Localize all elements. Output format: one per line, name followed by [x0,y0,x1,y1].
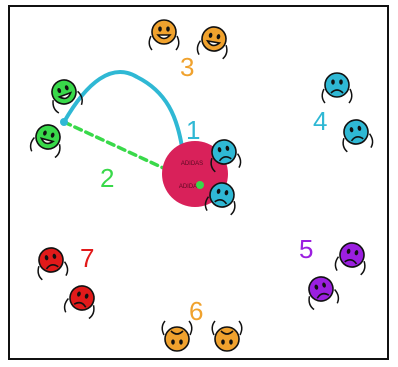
player-arms [342,133,374,153]
player-eye [57,88,62,94]
player-face-group-2 [29,124,61,159]
player-mouth [57,91,73,100]
pass-start-dot [60,118,68,126]
player-eye [314,284,319,290]
player-eye [354,250,359,256]
player-eye [158,26,162,32]
player-head [214,326,240,352]
player-head [35,124,61,150]
player-eye [50,132,55,138]
player-mouth [156,34,172,40]
player-face-group-5 [308,276,340,311]
player-face-group-7 [37,247,69,281]
player-eye [357,125,362,131]
player-arms [161,320,193,336]
ball-text-line-2: ADIDAS [179,184,201,190]
player-arms [204,196,236,216]
player-eye [229,339,233,345]
player-eye [52,253,57,259]
player-arms [52,90,83,114]
group-label-7: 7 [80,243,94,273]
player-head [339,242,365,268]
player-head [201,26,227,52]
player-eye [77,291,81,297]
player-eye [322,282,326,288]
player-eye [179,339,183,345]
player-mouth [220,330,234,335]
player-arms [308,289,340,311]
player-head [308,276,334,302]
diagram-frame: ADIDAS ADIDAS 1 2 3 4 5 6 7 [8,5,389,360]
player-face-group-4 [321,72,353,104]
player-face-group-6 [161,320,193,352]
player-eye [216,34,221,40]
group-label-3: 3 [180,52,194,82]
player-mouth [316,292,330,299]
player-mouth [205,39,222,47]
player-mouth [218,156,232,162]
player-mouth [214,199,228,205]
player-arms [37,261,69,281]
player-mouth [330,89,344,94]
pass-path-solid [62,70,184,149]
player-face-group-2 [51,79,83,114]
players-layer [29,19,374,352]
group-label-4: 4 [313,106,327,136]
player-eye [225,145,230,151]
player-face-group-5 [334,242,366,276]
player-head [69,285,95,311]
player-mouth [73,301,87,308]
group-label-2: 2 [100,163,114,193]
player-arms [29,137,61,159]
player-face-group-3 [148,19,180,51]
player-head [38,247,64,273]
player-eye [43,130,47,136]
player-eye [216,188,221,194]
player-eye [64,85,69,91]
player-head [164,326,190,352]
player-eye [208,32,213,38]
player-arms [148,35,180,51]
player-eye [346,248,351,254]
player-mouth [344,259,358,265]
player-eye [349,127,354,133]
player-mouth [39,137,55,145]
player-head [324,72,350,98]
player-head [51,79,77,105]
player-arms [196,40,228,60]
player-eye [44,255,49,261]
player-eye [339,79,343,85]
player-eye [84,293,89,299]
player-mouth [45,264,59,270]
player-mouth [350,136,364,142]
player-face-group-4 [342,119,374,153]
ball-center-dot [196,181,204,189]
player-eye [171,339,175,345]
player-face-group-6 [211,320,243,352]
diagram-canvas: ADIDAS ADIDAS 1 2 3 4 5 6 7 [29,19,374,352]
player-arms [321,88,353,104]
player-arms [334,256,366,276]
player-head [151,19,177,45]
player-face-group-3 [196,26,228,60]
ball-text-line-1: ADIDAS [181,161,203,167]
player-arms [63,298,95,320]
player-eye [217,147,222,153]
player-eye [224,190,229,196]
group-label-5: 5 [299,234,313,264]
player-eye [221,339,225,345]
player-face-group-1 [210,139,242,173]
player-mouth [170,330,184,335]
player-face-group-7 [63,285,95,320]
player-eye [331,79,335,85]
player-arms [210,153,242,173]
player-arms [211,320,243,336]
group-label-1: 1 [186,115,200,145]
player-eye [166,26,170,32]
player-face-group-1 [204,182,236,216]
group-label-6: 6 [189,296,203,326]
player-head [343,119,369,145]
